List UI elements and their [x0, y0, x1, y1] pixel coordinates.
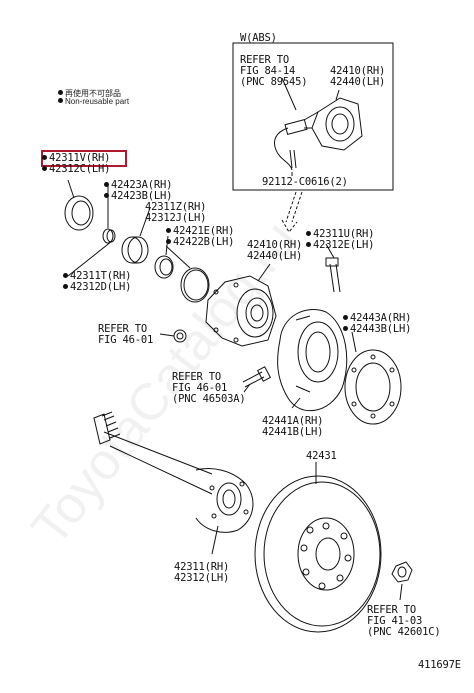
axle-bearing-housing	[205, 275, 277, 347]
label-42311u-rh[interactable]: 42311U(RH)	[306, 229, 374, 240]
label-42423a-rh[interactable]: 42423A(RH)	[104, 180, 172, 191]
non-reusable-dot-icon	[104, 182, 109, 187]
wheel-nut	[391, 561, 413, 583]
label-42441a-rh[interactable]: 42441A(RH)	[262, 415, 324, 427]
backing-plate	[277, 309, 348, 412]
label-42312j-lh[interactable]: 42312J(LH)	[145, 212, 207, 224]
abs-sensor-hub	[274, 97, 363, 171]
refer-46503a-line3: (PNC 46503A)	[172, 393, 246, 405]
label-42311v-rh[interactable]: 42311V(RH)	[42, 153, 110, 164]
non-reusable-dot-icon	[166, 239, 171, 244]
bearing-cup	[102, 228, 116, 244]
non-reusable-dot-icon	[306, 242, 311, 247]
refer-46503a-line2[interactable]: FIG 46-01	[172, 382, 228, 394]
axle-shaft	[93, 411, 254, 533]
label-42312c-lh[interactable]: 42312C(LH)	[42, 164, 110, 175]
bolt-46503a	[242, 366, 272, 388]
non-reusable-dot-icon	[42, 155, 47, 160]
oil-seal-42311v	[64, 195, 94, 231]
brake-disc	[254, 475, 382, 633]
label-42311-rh[interactable]: 42311(RH)	[174, 561, 230, 573]
bullet-icon	[58, 90, 63, 95]
inset-title: W(ABS)	[240, 32, 277, 44]
snap-ring	[180, 267, 210, 303]
label-42440-lh-inset[interactable]: 42440(LH)	[330, 76, 386, 88]
non-reusable-dot-icon	[306, 231, 311, 236]
label-42423b-lh[interactable]: 42423B(LH)	[104, 191, 172, 202]
diagram-id: 411697E	[418, 659, 461, 671]
label-42312e-lh[interactable]: 42312E(LH)	[306, 240, 374, 251]
label-42410-rh[interactable]: 42410(RH)	[247, 239, 303, 251]
spacer	[154, 255, 174, 279]
non-reusable-dot-icon	[104, 193, 109, 198]
label-42443b-lh[interactable]: 42443B(LH)	[343, 324, 411, 335]
label-42441b-lh[interactable]: 42441B(LH)	[262, 426, 324, 438]
label-42311t-rh[interactable]: 42311T(RH)	[63, 271, 131, 282]
inset-refer-line2[interactable]: FIG 84-14	[240, 65, 296, 77]
non-reusable-dot-icon	[343, 326, 348, 331]
non-reusable-dot-icon	[343, 315, 348, 320]
label-42311z-rh[interactable]: 42311Z(RH)	[145, 201, 207, 213]
refer-41-03-line1: REFER TO	[367, 604, 416, 616]
gasket	[344, 349, 402, 425]
bearing	[121, 236, 149, 264]
label-42312d-lh[interactable]: 42312D(LH)	[63, 282, 131, 293]
label-42422b-lh[interactable]: 42422B(LH)	[166, 237, 234, 248]
label-42443a-rh[interactable]: 42443A(RH)	[343, 313, 411, 324]
note-non-reusable-jp: 再使用不可部品	[58, 88, 121, 99]
stud-bolt	[325, 257, 341, 293]
non-reusable-dot-icon	[42, 166, 47, 171]
non-reusable-dot-icon	[63, 284, 68, 289]
refer-41-03-line2[interactable]: FIG 41-03	[367, 615, 423, 627]
label-42410-rh-inset[interactable]: 42410(RH)	[330, 65, 386, 77]
label-42312-lh[interactable]: 42312(LH)	[174, 572, 230, 584]
non-reusable-dot-icon	[166, 228, 171, 233]
label-42421e-rh[interactable]: 42421E(RH)	[166, 226, 234, 237]
inset-refer-line1: REFER TO	[240, 54, 289, 66]
inset-bolt	[289, 149, 297, 169]
refer-46503a-line1: REFER TO	[172, 371, 221, 383]
abs-inset-frame	[232, 42, 394, 191]
note-non-reusable-en: Non-reusable part	[58, 97, 129, 106]
label-42440-lh[interactable]: 42440(LH)	[247, 250, 303, 262]
bullet-icon	[58, 98, 63, 103]
label-42431[interactable]: 42431	[306, 450, 337, 462]
refer-46-01-line1: REFER TO	[98, 323, 147, 335]
non-reusable-dot-icon	[63, 273, 68, 278]
label-92112-c0616[interactable]: 92112-C0616(2)	[262, 176, 348, 188]
refer-46-01-line2[interactable]: FIG 46-01	[98, 334, 154, 346]
inset-refer-line3: (PNC 89545)	[240, 76, 308, 88]
refer-41-03-line3: (PNC 42601C)	[367, 626, 441, 638]
